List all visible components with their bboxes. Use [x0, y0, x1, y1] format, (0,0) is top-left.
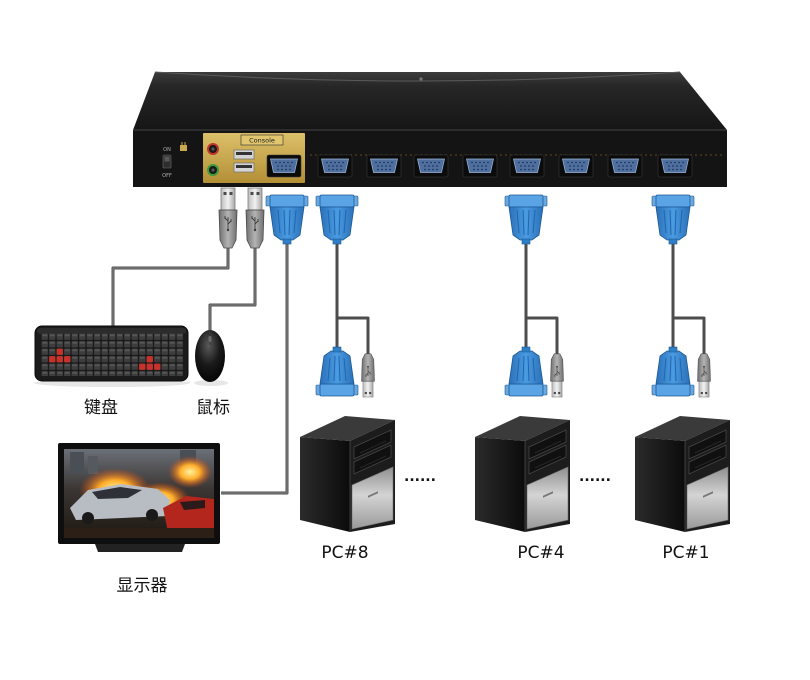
pc4-switch-vga-plug	[504, 194, 548, 245]
vga-port-8	[657, 154, 693, 178]
console-label: Console	[249, 137, 275, 145]
console-label-box	[240, 134, 284, 146]
pc8-vga-plug	[315, 346, 359, 397]
cables	[111, 243, 706, 495]
keyboard	[34, 325, 190, 387]
mouse-usb-plug	[245, 187, 265, 249]
mouse-cable	[208, 247, 257, 331]
vga-port-2	[366, 154, 402, 178]
vga-port-6	[558, 154, 594, 178]
console-usb-port-1	[233, 149, 255, 160]
computers	[299, 415, 731, 533]
pc8-usb-plug	[361, 353, 375, 398]
monitor	[58, 443, 220, 552]
power-toggle-knob	[164, 156, 170, 162]
pc8-switch-vga-plug	[315, 194, 359, 245]
keyboard-label: 键盘	[84, 398, 118, 418]
vga-port-5	[509, 154, 545, 178]
vga-port-7	[607, 154, 643, 178]
keyboard-bezel	[37, 328, 186, 334]
power-switch: ON OFF	[162, 142, 187, 179]
ellipsis-right: ......	[579, 469, 611, 485]
monitor-screen	[64, 449, 214, 538]
vga-port-1	[317, 154, 353, 178]
mouse-shadow	[194, 380, 228, 386]
console-usb-port-2	[233, 162, 255, 173]
ellipsis-left: ......	[404, 469, 436, 485]
keyboard-usb-plug	[218, 187, 238, 249]
pc1-label: PC#1	[662, 543, 709, 563]
monitor-label: 显示器	[117, 576, 168, 596]
power-off-label: OFF	[162, 173, 172, 179]
mouse-scroll-wheel	[208, 336, 212, 342]
pc1-usb-plug	[697, 353, 711, 398]
pc8-usb-cable	[337, 316, 370, 354]
power-on-label: ON	[163, 147, 171, 153]
keyboard-accent-keys	[49, 348, 161, 370]
connectors	[218, 187, 711, 398]
monitor-cable-core	[221, 243, 288, 494]
kvm-top-indicator	[419, 77, 423, 81]
vga-port-4	[462, 154, 498, 178]
monitor-stand	[95, 544, 185, 552]
pc8-label: PC#8	[321, 543, 368, 563]
pc4-usb-plug	[550, 353, 564, 398]
pc-tower-1	[634, 415, 731, 533]
kvm-switch: ON OFF Console	[133, 71, 727, 187]
pc4-vga-plug	[504, 346, 548, 397]
kvm-top-panel	[133, 72, 727, 130]
mouse-label: 鼠标	[196, 398, 230, 418]
mouse-body	[195, 330, 225, 382]
console-panel: Console	[203, 133, 305, 183]
mouse-cable-core	[209, 247, 256, 331]
pc-tower-4	[474, 415, 571, 533]
console-vga-port	[266, 154, 302, 178]
headphone-jack-icon	[207, 143, 219, 155]
kvm-top-highlight	[154, 71, 681, 82]
power-plug-icon	[180, 142, 187, 151]
console-vga-plug	[265, 194, 309, 245]
microphone-jack-icon	[207, 164, 219, 176]
pc-tower-8	[299, 415, 396, 533]
vga-port-3	[413, 154, 449, 178]
mouse	[194, 330, 228, 386]
pc4-label: PC#4	[517, 543, 564, 563]
pc4-usb-cable	[526, 316, 559, 354]
pc1-switch-vga-plug	[651, 194, 695, 245]
keyboard-cable-core	[112, 247, 229, 327]
pc1-usb-cable	[673, 316, 706, 354]
pc1-vga-plug	[651, 346, 695, 397]
